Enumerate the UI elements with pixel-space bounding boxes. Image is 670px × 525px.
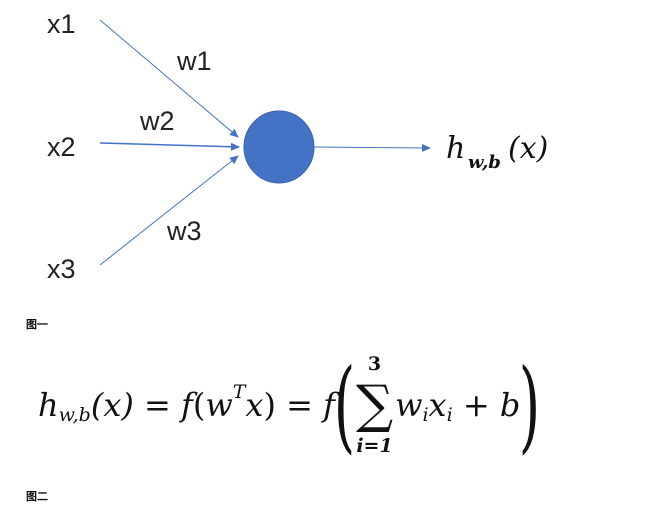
sum-upper-limit: 3: [367, 353, 382, 375]
output-subscript: w,b: [468, 152, 501, 173]
weight-w2-label: w2: [139, 106, 175, 136]
formula-equals-1: =: [133, 386, 181, 424]
input-x3-label: x3: [47, 254, 76, 284]
weight-w1-label: w1: [176, 46, 212, 76]
formula-h-arg: (x): [90, 386, 134, 424]
formula-w: w: [205, 386, 233, 424]
output-h-label: h: [446, 131, 465, 166]
formula-big-left-paren: (: [333, 346, 356, 464]
neuron-diagram: x1 x2 x3 w1 w2 w3 h w,b (x): [47, 9, 548, 284]
edge-x1: [99, 19, 239, 138]
formula-equals-2: =: [275, 386, 324, 424]
figure2-caption: 图二: [26, 490, 48, 503]
formula-plus: +: [452, 386, 500, 424]
neuron-node: [243, 110, 315, 184]
input-x1-label: x1: [47, 9, 76, 39]
sigma-symbol: ∑: [355, 375, 394, 435]
output-argument: (x): [508, 131, 548, 166]
edge-output: [313, 143, 431, 152]
formula-xi: x: [428, 386, 447, 424]
edge-x2: [99, 142, 240, 151]
formula-wi: w: [395, 386, 423, 424]
figure1-caption: 图一: [26, 318, 48, 331]
formula-summation: 3∑i=1: [356, 353, 393, 457]
formula-xi-subscript: i: [446, 404, 453, 426]
formula-h-subscript: w,b: [58, 404, 91, 426]
formula-f2: f: [323, 386, 335, 424]
formula-open-paren: (: [192, 386, 206, 424]
input-x2-label: x2: [47, 132, 76, 162]
formula-h: h: [38, 386, 59, 424]
formula-transpose: T: [232, 381, 246, 403]
sum-lower-limit: i=1: [356, 435, 393, 457]
formula-f1: f: [181, 386, 193, 424]
edge-x3: [99, 155, 239, 266]
weight-w3-label: w3: [166, 216, 202, 246]
formula-close-paren: ): [263, 386, 276, 424]
formula-wi-subscript: i: [422, 404, 429, 426]
formula-x: x: [245, 386, 264, 424]
formula-big-right-paren: ): [519, 346, 541, 464]
formula-b: b: [499, 386, 521, 424]
